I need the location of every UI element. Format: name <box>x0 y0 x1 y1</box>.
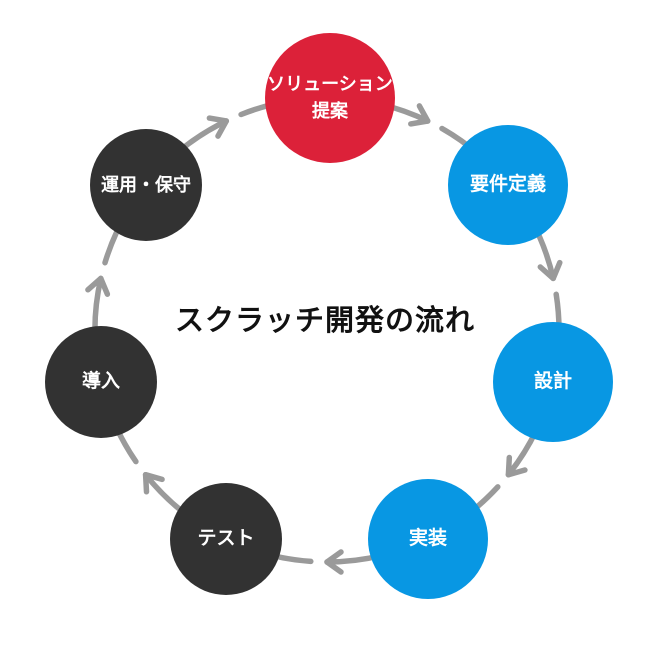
flow-node-label: 導入 <box>81 370 120 392</box>
arrowhead-icon <box>408 103 431 127</box>
flow-node-operation-maintenance: 運用・保守 <box>90 129 202 241</box>
arrowhead-icon <box>324 549 344 575</box>
flow-node-label: テスト <box>197 527 255 549</box>
flow-node-design: 設計 <box>493 322 613 442</box>
flow-node-label: 運用・保守 <box>101 174 191 195</box>
arrowhead-icon <box>505 454 528 478</box>
flow-node-label: 設計 <box>533 370 572 392</box>
flow-node-implementation: 実装 <box>368 479 488 599</box>
arrowhead-icon <box>85 275 111 297</box>
arrowhead-icon <box>142 471 165 495</box>
arrowhead-icon <box>537 259 563 282</box>
flow-node-requirements-definition: 要件定義 <box>448 125 568 245</box>
flow-node-label: 要件定義 <box>469 173 546 195</box>
flow-node-label: 実装 <box>408 527 447 549</box>
flow-node-label: ソリューション 提案 <box>267 74 393 121</box>
flow-node-test: テスト <box>170 483 282 595</box>
arrowhead-icon <box>206 115 230 139</box>
flow-node-deployment: 導入 <box>45 326 157 438</box>
diagram-title: スクラッチ開発の流れ <box>174 305 475 337</box>
flow-node-solution-proposal: ソリューション 提案 <box>265 33 395 163</box>
